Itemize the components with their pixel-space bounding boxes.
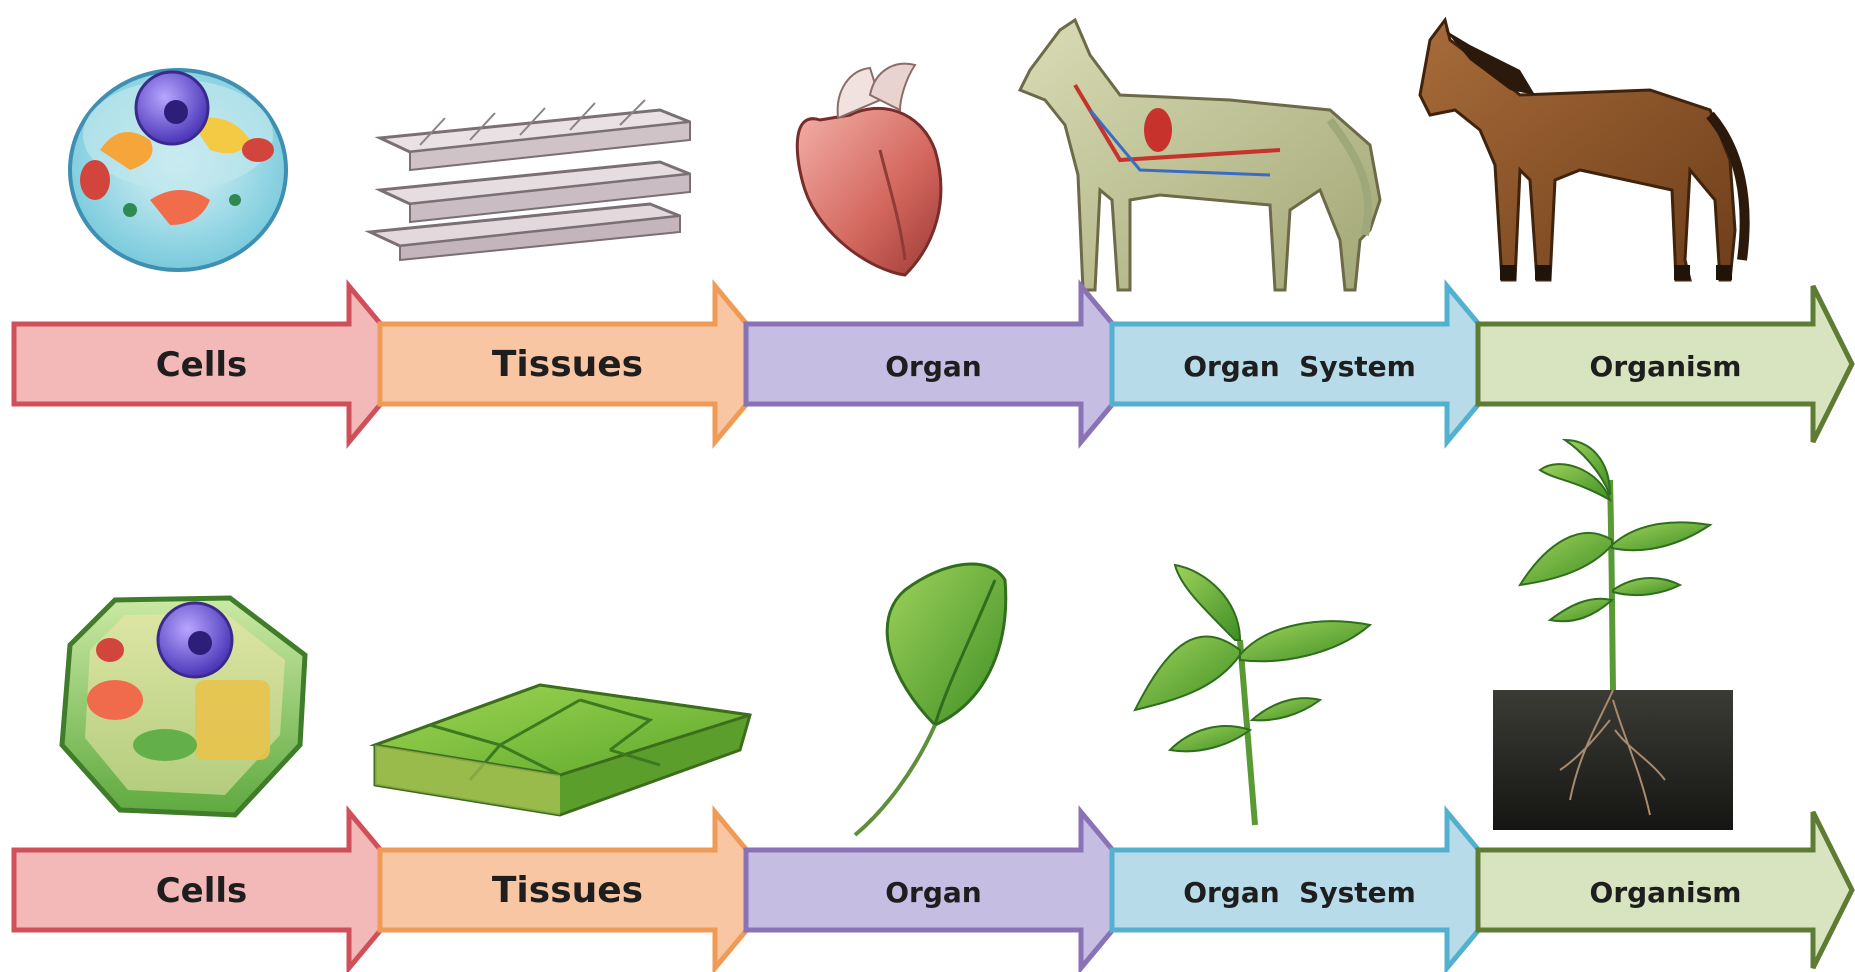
arrow-organism: Organism [1478, 286, 1852, 442]
leaf-illustration [855, 564, 1006, 835]
stage-label: Cells [156, 345, 248, 385]
stage-label: Organ System [1183, 350, 1416, 383]
shoot-system-illustration [1135, 565, 1370, 825]
plant-tissue-illustration [375, 685, 750, 815]
animal-row-arrows: Cells Tissues Organ Organ System Organism [14, 286, 1852, 442]
arrow-tissues: Tissues [380, 812, 780, 968]
plant-with-roots-illustration [1493, 440, 1733, 830]
arrow-organ: Organ [746, 812, 1146, 968]
arrow-organ-system: Organ System [1112, 812, 1512, 968]
animal-cell-illustration [70, 70, 286, 270]
stage-label: Organ System [1183, 876, 1416, 909]
arrow-organ: Organ [746, 286, 1146, 442]
horse-illustration [1420, 20, 1745, 280]
arrow-tissues: Tissues [380, 286, 780, 442]
heart-illustration [797, 64, 941, 275]
stage-label: Tissues [492, 870, 643, 911]
stage-label: Organism [1590, 876, 1742, 909]
muscle-tissue-illustration [370, 100, 690, 260]
stage-label: Tissues [492, 344, 643, 385]
stage-label: Cells [156, 871, 248, 911]
stage-label: Organ [885, 876, 981, 909]
arrow-cells: Cells [14, 286, 414, 442]
arrow-organism: Organism [1478, 812, 1852, 968]
arrow-organ-system: Organ System [1112, 286, 1512, 442]
arrow-cells: Cells [14, 812, 414, 968]
stage-label: Organism [1590, 350, 1742, 383]
plant-cell-illustration [62, 598, 305, 815]
plant-row-arrows: Cells Tissues Organ Organ System Organism [14, 812, 1852, 968]
stage-label: Organ [885, 350, 981, 383]
horse-circulatory-system-illustration [1020, 20, 1380, 290]
